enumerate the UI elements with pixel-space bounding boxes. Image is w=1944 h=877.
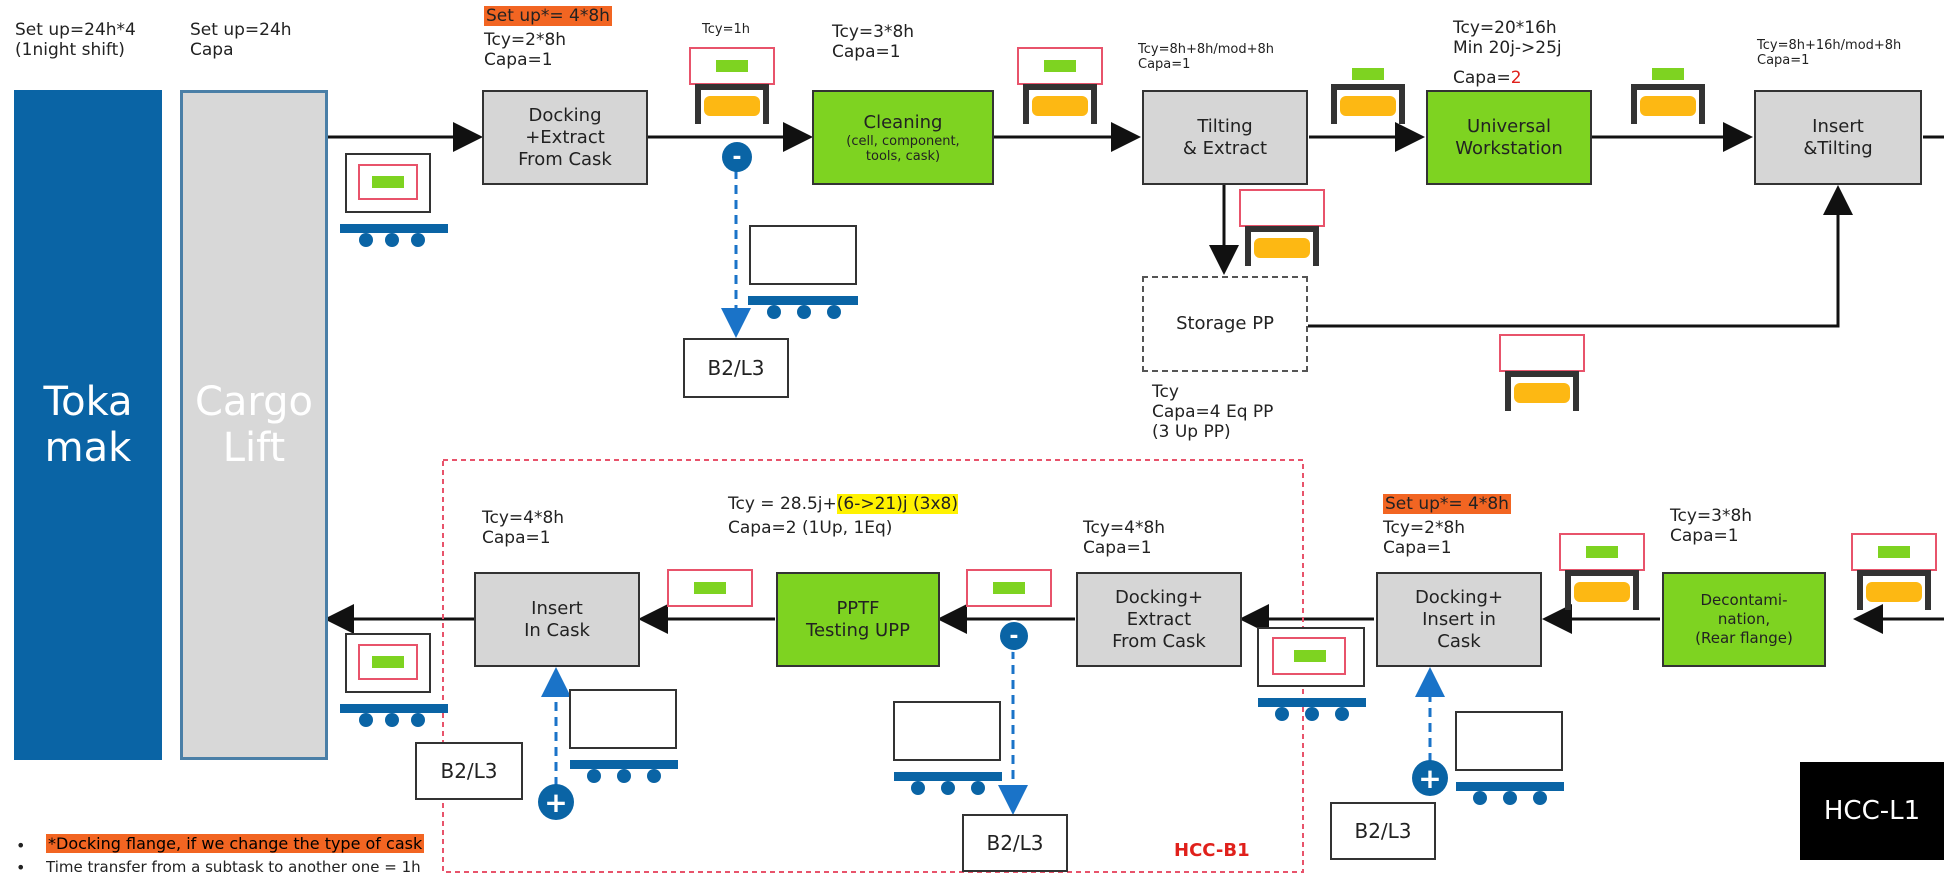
universal-workstation-label: Universal Workstation [1455,115,1563,159]
cargo-lift-block: Cargo Lift [180,90,328,760]
pptf-tcy-prefix: Tcy = 28.5j+ [728,494,837,514]
pptf-tcy-highlight: (6->21)j (3x8) [836,494,958,514]
storage-pp-label: Storage PP [1176,313,1274,334]
tilting-extract-label: Tilting & Extract [1182,115,1268,159]
pptf-label: PPTF Testing UPP [806,597,910,641]
cleaning-tcy-note: Tcy=3*8h Capa=1 [832,22,915,62]
b2l3-top-box: B2/L3 [683,338,789,398]
yellow-cart-icon-4 [1631,68,1705,124]
cargo-setup-note: Set up=24h Capa [190,20,292,60]
minus-icon-bottom: - [998,620,1030,652]
pptf-tcy-note: Tcy = 28.5j+(6->21)j (3x8) [728,494,958,514]
docking-extract-label: Docking +Extract From Cask [518,104,612,170]
docking-extract-bottom-label: Docking+ Extract From Cask [1112,586,1206,652]
docking-extract-bottom-tcy: Tcy=4*8h Capa=1 [1083,518,1166,558]
b2l3-bottom-mid-label: B2/L3 [986,831,1044,855]
pallet-tcy-note: Tcy=1h [702,22,750,37]
payload-icon-bottom-2 [966,569,1052,607]
pptf-box: PPTF Testing UPP [776,572,940,667]
footnote-1: *Docking flange, if we change the type o… [46,834,425,854]
decontamination-label: Decontami- nation, (Rear flange) [1695,591,1793,647]
tokamak-block: Toka mak [14,90,162,760]
docking-insert-tcy-note: Tcy=2*8h Capa=1 [1383,518,1466,558]
plus-right-glyph: + [1418,761,1442,795]
hcc-l1-label: HCC-L1 [1800,762,1944,860]
footnote-2: Time transfer from a subtask to another … [46,859,421,875]
plus-icon-right: + [1412,760,1448,796]
universal-capa-value: 2 [1510,68,1522,88]
tokamak-label: Toka mak [43,379,133,471]
storage-notes: Tcy Capa=4 Eq PP (3 Up PP) [1152,382,1274,442]
yellow-cart-icon-5 [1239,189,1325,266]
minus-icon-top: - [722,142,752,172]
docking-insert-setup-note: Set up*= 4*8h [1383,494,1511,514]
payload-icon-bottom-1 [667,569,753,607]
blue-trolley-icon-3 [340,633,448,727]
universal-tcy-note: Tcy=20*16h Min 20j->25j [1453,18,1562,58]
yellow-cart-icon-8 [1851,533,1937,610]
footnote-1-text: *Docking flange, if we change the type o… [46,834,425,853]
docking-extract-box: Docking +Extract From Cask [482,90,648,185]
blue-trolley-icon-5 [893,701,1002,795]
docking-insert-setup-highlight: Set up*= 4*8h [1383,494,1511,514]
insert-in-cask-label: Insert In Cask [524,597,590,641]
docking-insert-label: Docking+ Insert in Cask [1414,586,1504,652]
footnote-bullet-1: • [16,836,26,855]
docking-setup-note: Set up*= 4*8h [484,6,612,26]
b2l3-bottom-left-box: B2/L3 [415,742,523,800]
minus-top-glyph: - [732,144,742,170]
yellow-cart-icon-1 [689,47,775,124]
docking-insert-box: Docking+ Insert in Cask [1376,572,1542,667]
cargo-lift-label: Cargo Lift [194,379,314,471]
hcc-b1-label: HCC-B1 [1174,840,1250,861]
b2l3-bottom-right-label: B2/L3 [1354,819,1412,843]
b2l3-top-label: B2/L3 [707,356,765,380]
yellow-cart-icon-2 [1017,47,1103,124]
decontamination-box: Decontami- nation, (Rear flange) [1662,572,1826,667]
decon-tcy-note: Tcy=3*8h Capa=1 [1670,506,1753,546]
tokamak-setup-note: Set up=24h*4 (1night shift) [15,20,136,60]
tilting-extract-box: Tilting & Extract [1142,90,1308,185]
universal-capa-note: Capa=2 [1453,68,1522,88]
plus-left-glyph: + [544,785,568,819]
plus-icon-left: + [538,784,574,820]
insert-tilting-box: Insert &Tilting [1754,90,1922,185]
blue-trolley-icon-2 [748,225,858,319]
minus-bottom-glyph: - [1009,623,1019,649]
blue-trolley-icon-1 [340,153,448,247]
yellow-cart-icon-3 [1331,68,1405,124]
insert-in-cask-box: Insert In Cask [474,572,640,667]
hcc-l1-text: HCC-L1 [1823,796,1921,826]
b2l3-bottom-mid-box: B2/L3 [962,814,1068,872]
docking-setup-highlight: Set up*= 4*8h [484,6,612,26]
docking-tcy-note: Tcy=2*8h Capa=1 [484,30,567,70]
cleaning-sub-label: (cell, component, tools, cask) [846,133,960,164]
b2l3-bottom-left-label: B2/L3 [440,759,498,783]
universal-capa-prefix: Capa= [1453,68,1511,88]
blue-trolley-icon-4 [569,689,678,783]
footnote-bullet-2: • [16,858,26,877]
storage-pp-box: Storage PP [1142,276,1308,372]
yellow-cart-icon-7 [1559,533,1645,610]
b2l3-bottom-right-box: B2/L3 [1330,802,1436,860]
cleaning-box: Cleaning (cell, component, tools, cask) [812,90,994,185]
yellow-cart-icon-6 [1499,334,1585,411]
pptf-capa-note: Capa=2 (1Up, 1Eq) [728,518,893,538]
tilting-tcy-note: Tcy=8h+8h/mod+8h Capa=1 [1138,42,1275,72]
insert-tilting-label: Insert &Tilting [1803,115,1873,159]
blue-trolley-icon-7 [1455,711,1564,805]
insert-tilting-tcy-note: Tcy=8h+16h/mod+8h Capa=1 [1757,38,1902,68]
blue-trolley-icon-6 [1257,627,1366,721]
universal-workstation-box: Universal Workstation [1426,90,1592,185]
cleaning-label: Cleaning [863,111,943,133]
insert-cask-tcy-note: Tcy=4*8h Capa=1 [482,508,565,548]
docking-extract-bottom-box: Docking+ Extract From Cask [1076,572,1242,667]
